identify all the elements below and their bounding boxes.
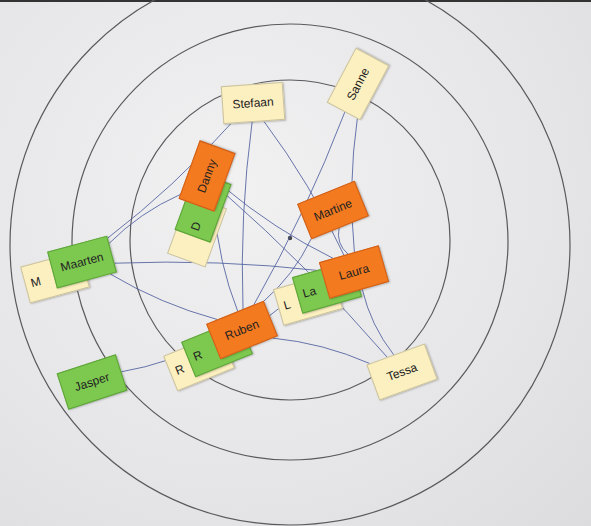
sticky-note: Martine: [297, 181, 369, 239]
person-name: Jasper: [69, 369, 115, 396]
sticky-note: Ruben: [206, 301, 278, 359]
sticky-note: Stefaan: [221, 82, 285, 124]
middle-ring: [72, 24, 508, 460]
pen-line: [242, 122, 252, 309]
person-name: Danny: [193, 153, 221, 199]
pen-line: [110, 274, 217, 319]
sticky-note: Danny: [179, 140, 236, 211]
pen-line: [362, 289, 393, 354]
inner-ring: [130, 80, 450, 400]
person-name: Laura: [331, 259, 377, 285]
person-name: Martine: [310, 195, 356, 224]
person-name: Maarten: [59, 250, 105, 275]
pen-line: [264, 121, 344, 255]
person-name: Ruben: [219, 315, 265, 344]
sticky-note: Tessa: [366, 344, 437, 401]
person-name: Stefaan: [231, 94, 276, 111]
pen-line: [109, 195, 180, 244]
sticky-note: Maarten: [47, 236, 117, 289]
pen-line: [338, 228, 347, 254]
pen-line: [114, 262, 321, 271]
outer-ring: [10, 0, 570, 525]
person-name: Sanne: [341, 61, 374, 106]
sticky-note: Jasper: [57, 354, 128, 409]
sticky-note: Laura: [319, 245, 389, 299]
sticky-note: Sanne: [327, 48, 390, 121]
top-edge: [0, 0, 591, 2]
pen-line: [273, 338, 370, 363]
person-name: Tessa: [379, 358, 425, 386]
